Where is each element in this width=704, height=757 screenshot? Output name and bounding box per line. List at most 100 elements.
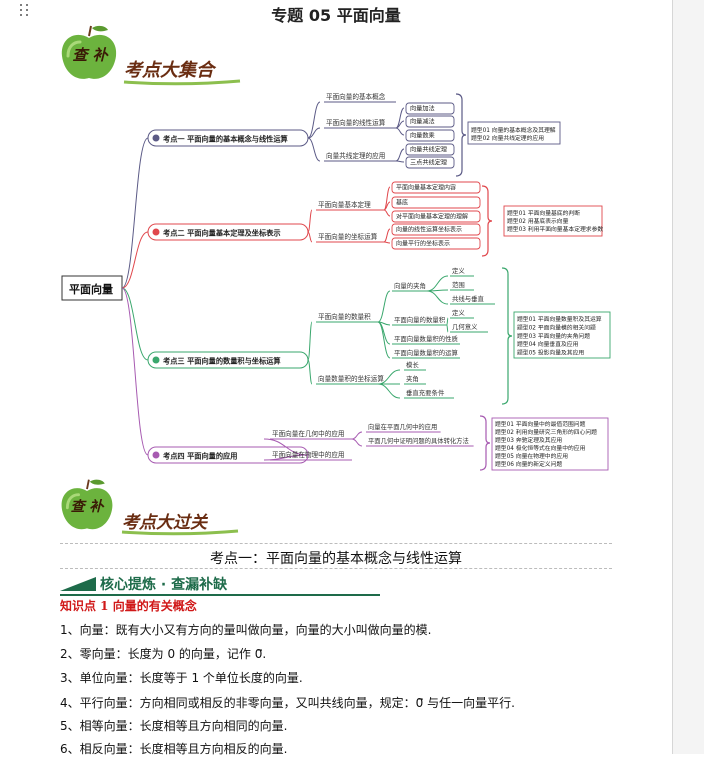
b2-item-0-3: 对平面向量基本定理的理解 (396, 213, 468, 221)
knowledge-point-heading: 知识点 1 向量的有关概念 (60, 599, 197, 613)
b4-item-2: 平面几何中证明问题的具体转化方法 (368, 436, 469, 445)
b3-coord-2: 夹角 (406, 374, 419, 383)
paragraph-5: 5、相等向量：长度相等且方向相同的向量. (60, 719, 288, 733)
b2-item-1-2: 向量平行的坐标表示 (396, 240, 450, 248)
b1-group-link-2 (307, 127, 321, 139)
branch-2-bullet-icon (152, 228, 160, 236)
branch-3-label: 考点三 平面向量的数量积与坐标运算 (163, 357, 281, 366)
root-node-box (61, 275, 123, 301)
b4-group-2: 平面向量在物理中的应用 (272, 450, 345, 459)
banner-underline-2 (121, 529, 239, 536)
paragraph-6: 6、相反向量：长度相等且方向相反的向量. (60, 742, 288, 756)
b2-item-link-1-1 (383, 241, 391, 244)
b1-group-link-3 (307, 137, 321, 162)
b3-topic-5: 题型05 投影向量及其应用 (517, 349, 584, 357)
branch-3-bullet-icon (152, 356, 160, 364)
b4-brace (479, 415, 491, 471)
b4-topic-5: 题型05 向量在物理中的应用 (495, 452, 568, 460)
b3-topic-3: 题型03 平面向量的夹角问题 (517, 332, 590, 340)
b1-group-3: 向量共线定理的应用 (326, 151, 385, 160)
b4-topic-6: 题型06 向量的新定义问题 (495, 460, 562, 468)
b1-topic-1: 题型01 向量的基本概念及其理解 (471, 126, 556, 134)
b3-coord-1: 模长 (406, 360, 419, 369)
paragraph-2: 2、零向量：长度为 0 的向量，记作 0⃗. (60, 647, 267, 661)
b2-topic-3: 题型03 利用平面向量基本定理求参数 (507, 225, 603, 233)
b1-item-1-3-box (405, 129, 455, 142)
apple-logo-text: 查 补 (72, 46, 108, 64)
b3-sub-4: 平面向量数量积的运算 (394, 348, 459, 357)
b3-leaf-0-1: 定义 (452, 266, 465, 275)
b4-topic-3: 题型03 奔驰定理及其应用 (495, 436, 562, 444)
b2-item-1-1-box (391, 223, 481, 236)
b3-group-link-2 (307, 359, 313, 385)
b3-sub-link-4 (377, 321, 391, 359)
b3-leaf-1-2: 几何意义 (452, 322, 478, 331)
b2-brace (481, 185, 493, 257)
b4-item-link-2 (351, 438, 363, 447)
b4-item-1: 向量在平面几何中的应用 (368, 422, 437, 431)
b2-item-0-2: 基底 (396, 199, 408, 207)
apple-logo-text-2: 查 补 (70, 499, 104, 515)
branch-1-label: 考点一 平面向量的基本概念与线性运算 (163, 135, 288, 144)
b2-topic-2: 题型02 用基底表示向量 (507, 217, 569, 225)
divider-bottom (60, 568, 612, 569)
b3-topic-1: 题型01 平面向量数量积及其运算 (517, 315, 602, 323)
b3-topic-4: 题型04 向量垂直及应用 (517, 340, 579, 348)
b3-topic-2: 题型02 平面向量模的相关问题 (517, 323, 596, 331)
b1-item-1-1-box (405, 102, 455, 115)
drag-handle-icon[interactable] (20, 4, 32, 18)
branch-4-bullet-icon (152, 451, 160, 459)
b3-leaf-link-0-0 (426, 275, 449, 292)
b4-topic-4: 题型04 极化恒等式在向量中的应用 (495, 444, 586, 452)
b3-leaf-link-0-2 (426, 290, 449, 305)
b3-group-1: 平面向量的数量积 (318, 312, 371, 321)
banner-kaodian-guoguan: 查 补 考点大过关 (58, 476, 248, 538)
right-scroll-rail[interactable] (672, 0, 704, 754)
b2-item-0-2-box (391, 196, 481, 209)
b3-leaf-0-2: 范围 (452, 280, 465, 289)
b1-item-link-2-1 (395, 160, 405, 163)
b1-item-link-2-0 (395, 148, 405, 162)
b3-leaf-0-3: 共线与垂直 (452, 294, 485, 303)
divider-top (60, 543, 612, 544)
b2-item-1-1: 向量的线性运算坐标表示 (396, 226, 462, 234)
b2-item-0-1: 平面向量基本定理内容 (396, 184, 456, 192)
b1-item-2-1-box (405, 143, 455, 156)
b3-leaf-1-1: 定义 (452, 308, 465, 317)
paragraph-3: 3、单位向量：长度等于 1 个单位长度的向量. (60, 671, 303, 685)
b3-sub-3: 平面向量数量积的性质 (394, 334, 459, 343)
b2-item-1-2-box (391, 237, 481, 250)
b2-item-link-0-2 (383, 209, 391, 217)
branch-4-label: 考点四 平面向量的应用 (163, 452, 237, 461)
root-node: 平面向量 (69, 282, 113, 296)
b3-coord-link-3 (377, 383, 401, 399)
b1-item-2-2: 三点共线定理 (410, 159, 447, 167)
page-title: 专题 05 平面向量 (271, 6, 401, 25)
b3-sub-2: 平面向量的数量积 (394, 315, 446, 324)
b2-group-2: 平面向量的坐标运算 (318, 232, 378, 241)
b1-item-1-2-box (405, 115, 455, 128)
b2-item-0-3-box (391, 210, 481, 223)
core-heading-rule (60, 594, 380, 596)
root-link-3 (121, 287, 149, 361)
apple-logo-icon (61, 25, 117, 79)
banner-title: 考点大集合 (124, 60, 214, 81)
b2-item-link-1-0 (383, 228, 391, 243)
b1-item-1-1: 向量加法 (410, 105, 435, 113)
b1-group-1: 平面向量的基本概念 (326, 92, 386, 101)
banner-underline (123, 79, 241, 86)
b2-item-0-1-box (391, 181, 481, 194)
b2-group-link-2 (307, 231, 313, 243)
b3-group-2: 向量数量积的坐标运算 (318, 374, 384, 383)
b3-leaf-link-1-1 (446, 324, 449, 333)
banner-title-2: 考点大过关 (122, 513, 207, 533)
core-heading-bar (60, 577, 96, 591)
b1-item-2-2-box (405, 156, 455, 169)
b3-brace (501, 267, 513, 405)
b4-topic-2: 题型02 利用向量研究三角形的四心问题 (495, 428, 597, 436)
b1-item-2-1: 向量共线定理 (410, 146, 447, 154)
banner-kaodian-jihe: 查 补 考点大集合 (58, 22, 248, 88)
b4-group-link-1 (263, 438, 309, 456)
